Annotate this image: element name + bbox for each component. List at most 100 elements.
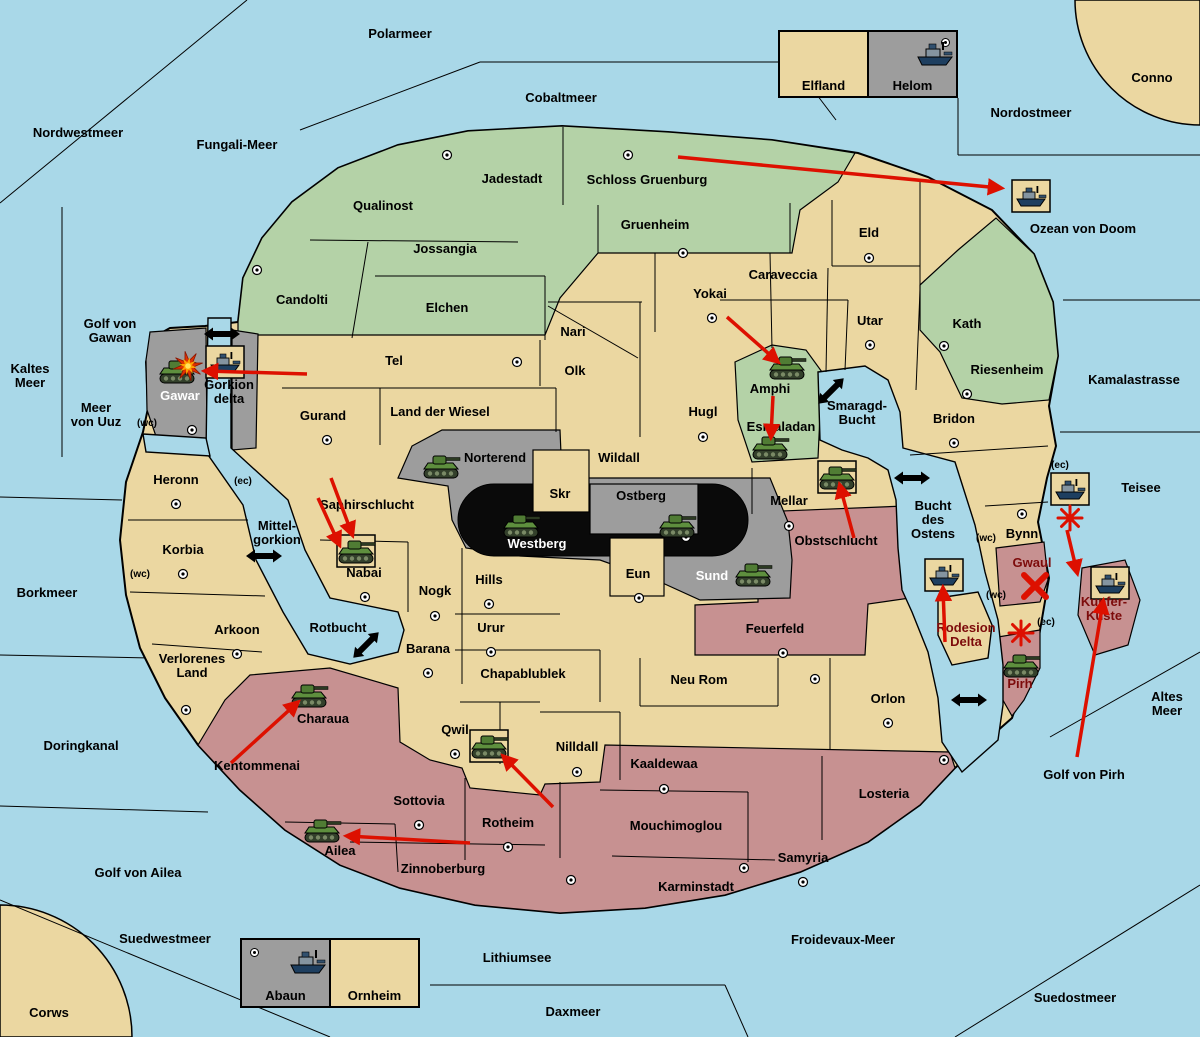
territory-label-mellar[interactable]: Mellar	[770, 493, 808, 508]
ship-unit-teisee-coast[interactable]	[1055, 479, 1086, 500]
territory-label-kath[interactable]: Kath	[953, 316, 982, 331]
territory-label-skr[interactable]: Skr	[550, 486, 571, 501]
territory-label-westberg[interactable]: Westberg	[508, 536, 567, 551]
ship-unit-rodesion-delta[interactable]	[929, 565, 960, 586]
battle-mark-cross	[1021, 572, 1049, 600]
territory-label-tel[interactable]: Tel	[385, 353, 403, 368]
territory-label-bridon[interactable]: Bridon	[933, 411, 975, 426]
territory-marker	[483, 598, 495, 610]
territory-label-nilldall[interactable]: Nilldall	[556, 739, 599, 754]
territory-label-jadestadt[interactable]: Jadestadt	[482, 171, 543, 186]
territory-label-ailea[interactable]: Ailea	[324, 843, 356, 858]
territory-label-norterend[interactable]: Norterend	[464, 450, 526, 465]
tank-unit-norterend[interactable]	[423, 455, 461, 479]
legend-cell-helom[interactable]: Helom	[867, 32, 956, 96]
territory-label-samyria[interactable]: Samyria	[778, 850, 829, 865]
sea-label-doringkanal: Doringkanal	[43, 738, 118, 753]
tank-unit-amphi[interactable]	[769, 356, 807, 380]
territory-label-riesenheim[interactable]: Riesenheim	[971, 362, 1044, 377]
territory-marker	[485, 646, 497, 658]
tank-unit-pirh[interactable]	[1003, 654, 1041, 678]
tank-unit-esmaladan[interactable]	[752, 436, 790, 460]
territory-label-schloss-gruenburg[interactable]: Schloss Gruenburg	[587, 172, 708, 187]
channel-water	[142, 433, 211, 457]
legend-cell-elfland[interactable]: Elfland	[780, 32, 867, 96]
territory-label-barana[interactable]: Barana	[406, 641, 451, 656]
coast-mark: (ec)	[1037, 617, 1055, 628]
territory-label-korbia[interactable]: Korbia	[162, 542, 204, 557]
territory-label-qualinost[interactable]: Qualinost	[353, 198, 414, 213]
territory-label-feuerfeld[interactable]: Feuerfeld	[746, 621, 805, 636]
tank-unit-sund[interactable]	[735, 563, 773, 587]
territory-label-mouchimoglou[interactable]: Mouchimoglou	[630, 818, 722, 833]
ship-unit-ozean-von-doom[interactable]	[1016, 186, 1047, 207]
sea-label-nordostmeer: Nordostmeer	[991, 105, 1072, 120]
territory-label-hills[interactable]: Hills	[475, 572, 502, 587]
territory-label-caraveccia[interactable]: Caraveccia	[749, 267, 818, 282]
tank-unit-ostberg[interactable]	[659, 514, 697, 538]
corner-landmass	[0, 904, 133, 1037]
territory-label-gruenheim[interactable]: Gruenheim	[621, 217, 690, 232]
territory-marker	[565, 874, 577, 886]
legend-cell-abaun[interactable]: Abaun	[242, 940, 329, 1006]
territory-marker	[1016, 508, 1028, 520]
territory-border	[394, 823, 399, 873]
territory-label-heronn[interactable]: Heronn	[153, 472, 199, 487]
territory-label-orlon[interactable]: Orlon	[871, 691, 906, 706]
strait-crossing-icon	[204, 327, 240, 341]
territory-label-qwil[interactable]: Qwil	[441, 722, 468, 737]
territory-label-bynn[interactable]: Bynn	[1006, 526, 1039, 541]
territory-label-land-der-wiesel[interactable]: Land der Wiesel	[390, 404, 490, 419]
territory-label-arkoon[interactable]: Arkoon	[214, 622, 260, 637]
territory-label-yokai[interactable]: Yokai	[693, 286, 727, 301]
sea-label-ozean-von-doom: Ozean von Doom	[1030, 221, 1136, 236]
territory-label-neu-rom[interactable]: Neu Rom	[670, 672, 727, 687]
territory-label-urur[interactable]: Urur	[477, 620, 504, 635]
territory-label-charaua[interactable]: Charaua	[297, 711, 350, 726]
territory-label-chapablublek[interactable]: Chapablublek	[480, 666, 566, 681]
territory-label-kentommenai[interactable]: Kentommenai	[214, 758, 300, 773]
territory-label-obstschlucht[interactable]: Obstschlucht	[794, 533, 878, 548]
territory-label-jossangia[interactable]: Jossangia	[413, 241, 477, 256]
territory-label-utar[interactable]: Utar	[857, 313, 883, 328]
territory-border	[825, 267, 829, 373]
tank-unit-ailea[interactable]	[304, 819, 342, 843]
territory-label-sund[interactable]: Sund	[696, 568, 729, 583]
territory-label-kupfer-kueste[interactable]: Kupfer-Küste	[1081, 594, 1127, 623]
territory-label-amphi[interactable]: Amphi	[750, 381, 790, 396]
territory-label-saphirschlucht[interactable]: Saphirschlucht	[320, 497, 415, 512]
coast-mark: (ec)	[1051, 460, 1069, 471]
tank-unit-nabai[interactable]	[338, 540, 376, 564]
sea-label-suedostmeer: Suedostmeer	[1034, 990, 1116, 1005]
territory-label-esmaladan[interactable]: Esmaladan	[747, 419, 816, 434]
territory-label-sottovia[interactable]: Sottovia	[393, 793, 445, 808]
territory-label-gwaul[interactable]: Gwaul	[1012, 555, 1051, 570]
territory-label-eld[interactable]: Eld	[859, 225, 879, 240]
territory-label-losteria[interactable]: Losteria	[859, 786, 910, 801]
ship-unit-kupfer-k-ste[interactable]	[1095, 573, 1126, 594]
territory-label-olk[interactable]: Olk	[565, 363, 587, 378]
territory-label-rotheim[interactable]: Rotheim	[482, 815, 534, 830]
territory-label-elchen[interactable]: Elchen	[426, 300, 469, 315]
territory-label-karminstadt[interactable]: Karminstadt	[658, 879, 735, 894]
legend-cell-ornheim[interactable]: Ornheim	[329, 940, 418, 1006]
territory-label-zinnoberburg[interactable]: Zinnoberburg	[401, 861, 486, 876]
territory-label-candolti[interactable]: Candolti	[276, 292, 328, 307]
territory-label-eun[interactable]: Eun	[626, 566, 651, 581]
territory-label-kaaldewaa[interactable]: Kaaldewaa	[630, 756, 698, 771]
territory-label-pirh[interactable]: Pirh	[1007, 676, 1032, 691]
territory-label-nabai[interactable]: Nabai	[346, 565, 381, 580]
territory-label-ostberg[interactable]: Ostberg	[616, 488, 666, 503]
territory-label-nogk[interactable]: Nogk	[419, 583, 452, 598]
territory-label-nari[interactable]: Nari	[560, 324, 585, 339]
territory-label-gawar[interactable]: Gawar	[160, 388, 200, 403]
territory-label-hugl[interactable]: Hugl	[689, 404, 718, 419]
territory-label-gurand[interactable]: Gurand	[300, 408, 346, 423]
territory-label-wildall[interactable]: Wildall	[598, 450, 640, 465]
tank-unit-westberg[interactable]	[503, 514, 541, 538]
tank-unit-qwil[interactable]	[471, 735, 509, 759]
